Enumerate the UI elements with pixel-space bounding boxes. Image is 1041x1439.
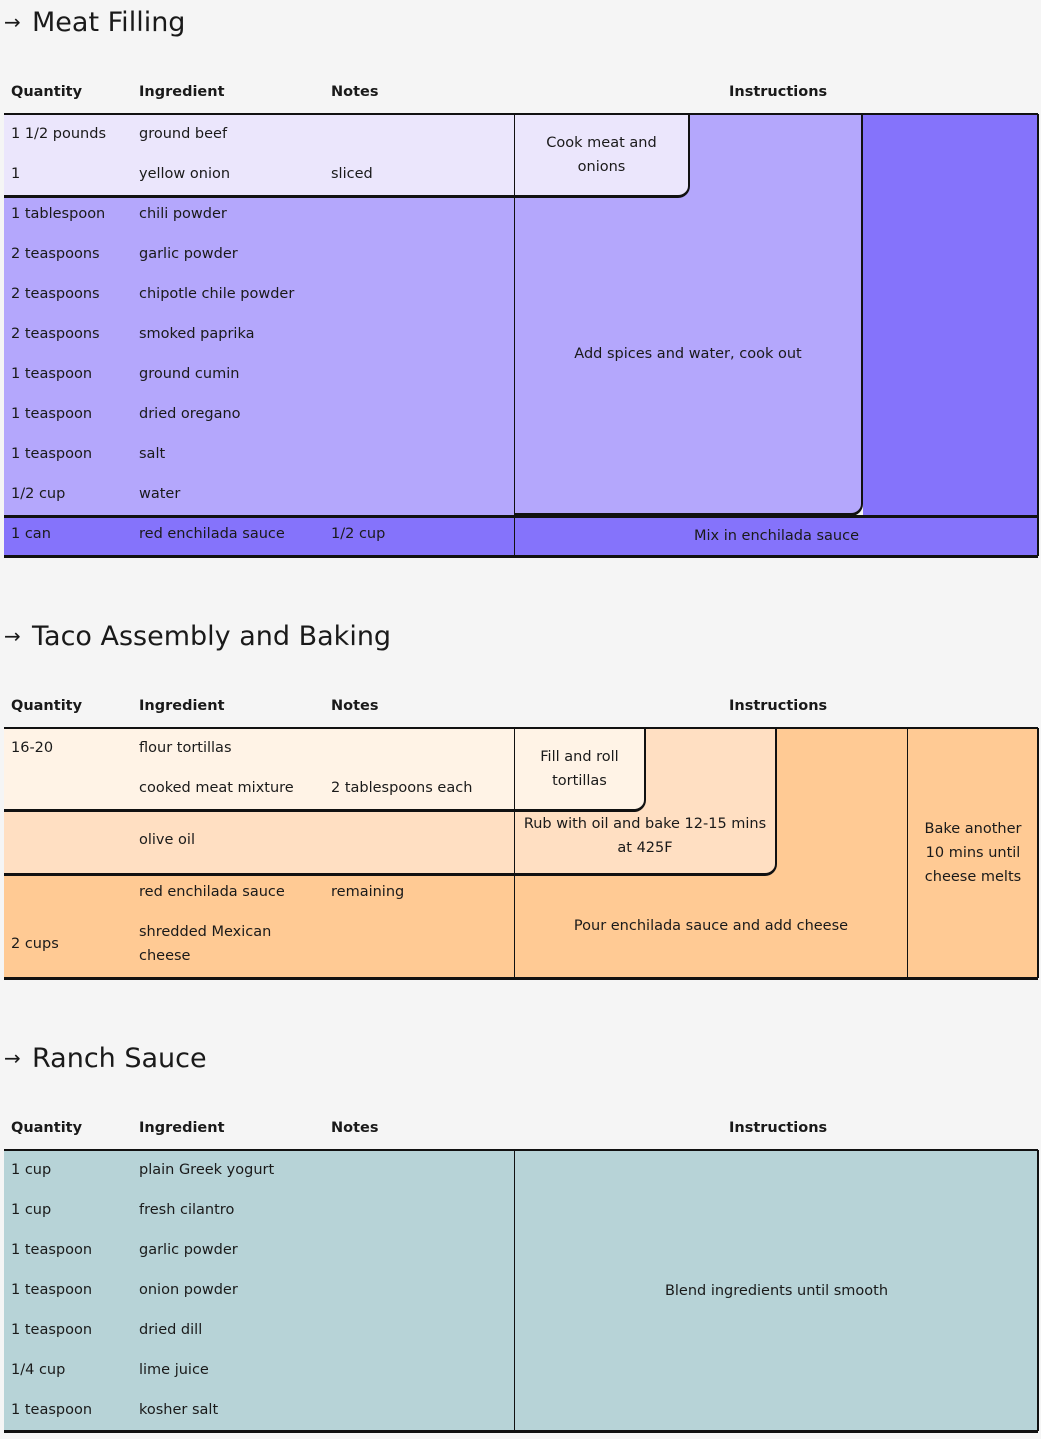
section-title: →Meat Filling: [4, 7, 186, 38]
header-quantity: Quantity: [11, 1120, 83, 1136]
instruction-step-1: Cook meat and onions: [515, 114, 690, 198]
column-divider: [907, 728, 908, 978]
column-divider: [514, 114, 515, 556]
header-notes: Notes: [331, 698, 379, 714]
group-divider: [4, 515, 1038, 518]
instruction-step-4: Bake another 10 mins until cheese melts: [924, 821, 1022, 885]
header-ingredient: Ingredient: [139, 1120, 225, 1136]
instruction-step-3: Mix in enchilada sauce: [694, 528, 859, 544]
header-rule: [4, 113, 1038, 115]
instruction-step-1: Fill and roll tortillas: [515, 728, 646, 812]
header-ingredient: Ingredient: [139, 84, 225, 100]
header-quantity: Quantity: [11, 698, 83, 714]
group-bg-3: [4, 516, 1038, 556]
table-right-edge: [1037, 728, 1039, 978]
column-divider: [514, 728, 515, 978]
instruction-bg-3-top: [863, 114, 1038, 516]
table-right-edge: [1037, 1150, 1039, 1431]
header-notes: Notes: [331, 84, 379, 100]
table-bottom-rule: [4, 555, 1038, 558]
header-rule: [4, 727, 1038, 729]
group-bg-3: [4, 874, 515, 978]
arrow-right-icon: →: [4, 624, 21, 648]
arrow-right-icon: →: [4, 1046, 21, 1070]
group-bg-1: [4, 728, 515, 810]
header-instructions: Instructions: [729, 698, 828, 714]
header-rule: [4, 1149, 1038, 1151]
header-notes: Notes: [331, 1120, 379, 1136]
header-ingredient: Ingredient: [139, 698, 225, 714]
table-right-edge: [1037, 114, 1039, 556]
arrow-right-icon: →: [4, 10, 21, 34]
group-bg-2: [4, 810, 515, 874]
group-bg-2: [4, 195, 515, 516]
group-bg-1: [4, 1150, 1038, 1431]
group-divider: [4, 195, 515, 198]
instruction-step-3: Pour enchilada sauce and add cheese: [573, 918, 849, 934]
table-bottom-rule: [4, 1430, 1038, 1433]
column-divider: [514, 1150, 515, 1431]
header-instructions: Instructions: [729, 1120, 828, 1136]
group-divider: [4, 809, 515, 812]
header-quantity: Quantity: [11, 84, 83, 100]
section-title: →Taco Assembly and Baking: [4, 621, 392, 652]
section-title: →Ranch Sauce: [4, 1043, 207, 1074]
table-bottom-rule: [4, 977, 1038, 980]
group-bg-1: [4, 114, 515, 195]
header-instructions: Instructions: [729, 84, 828, 100]
instruction-step-1: Blend ingredients until smooth: [664, 1282, 889, 1299]
group-divider: [4, 873, 515, 876]
